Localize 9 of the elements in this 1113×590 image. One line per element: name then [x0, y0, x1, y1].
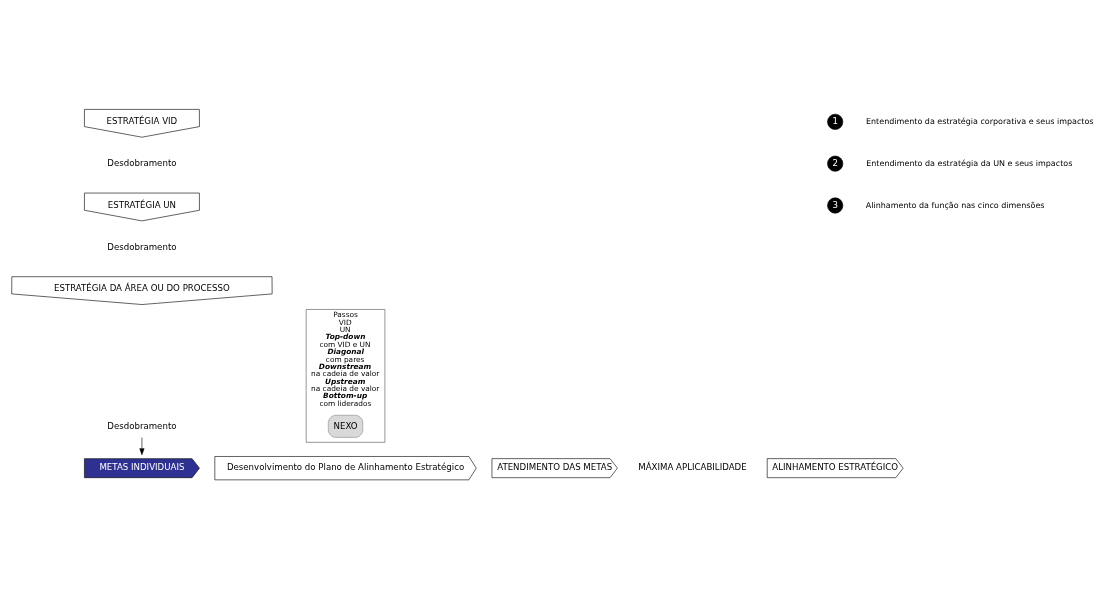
node-text: MÁXIMA APLICABILIDADE	[638, 462, 747, 473]
node-circle: 2	[827, 155, 844, 172]
node-text: Desdobramento	[107, 241, 177, 252]
node-text: Desdobramento	[107, 157, 177, 168]
arrow	[139, 437, 145, 456]
node-text: Desdobramento	[107, 420, 177, 431]
node-box: NEXO	[328, 414, 364, 438]
node-circle: 1	[827, 113, 844, 130]
node-circle: 3	[827, 197, 844, 214]
